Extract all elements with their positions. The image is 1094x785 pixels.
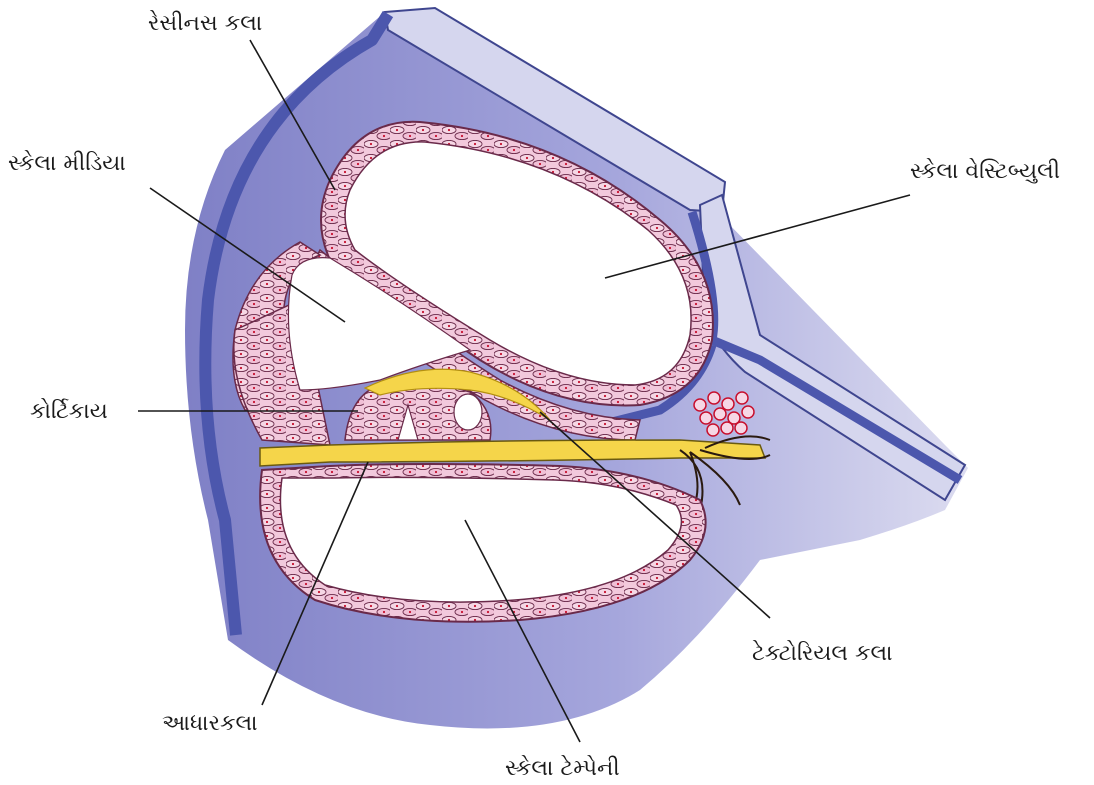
label-scala-media: સ્કેલા મીડિયા [8, 150, 126, 176]
label-basilar-membrane: આધારકલા [162, 711, 258, 736]
inner-sulcus [454, 394, 482, 430]
label-reissner-membrane: રેસીનસ કલા [148, 10, 262, 36]
label-scala-tympani: સ્કેલા ટેમ્પેની [505, 755, 620, 781]
label-scala-vestibuli: સ્કેલા વેસ્ટિબ્યુલી [910, 158, 1060, 184]
label-tectorial-membrane: ટેક્ટોરિયલ કલા [752, 640, 893, 666]
label-organ-of-corti: કોર્ટિકાય [30, 398, 108, 424]
